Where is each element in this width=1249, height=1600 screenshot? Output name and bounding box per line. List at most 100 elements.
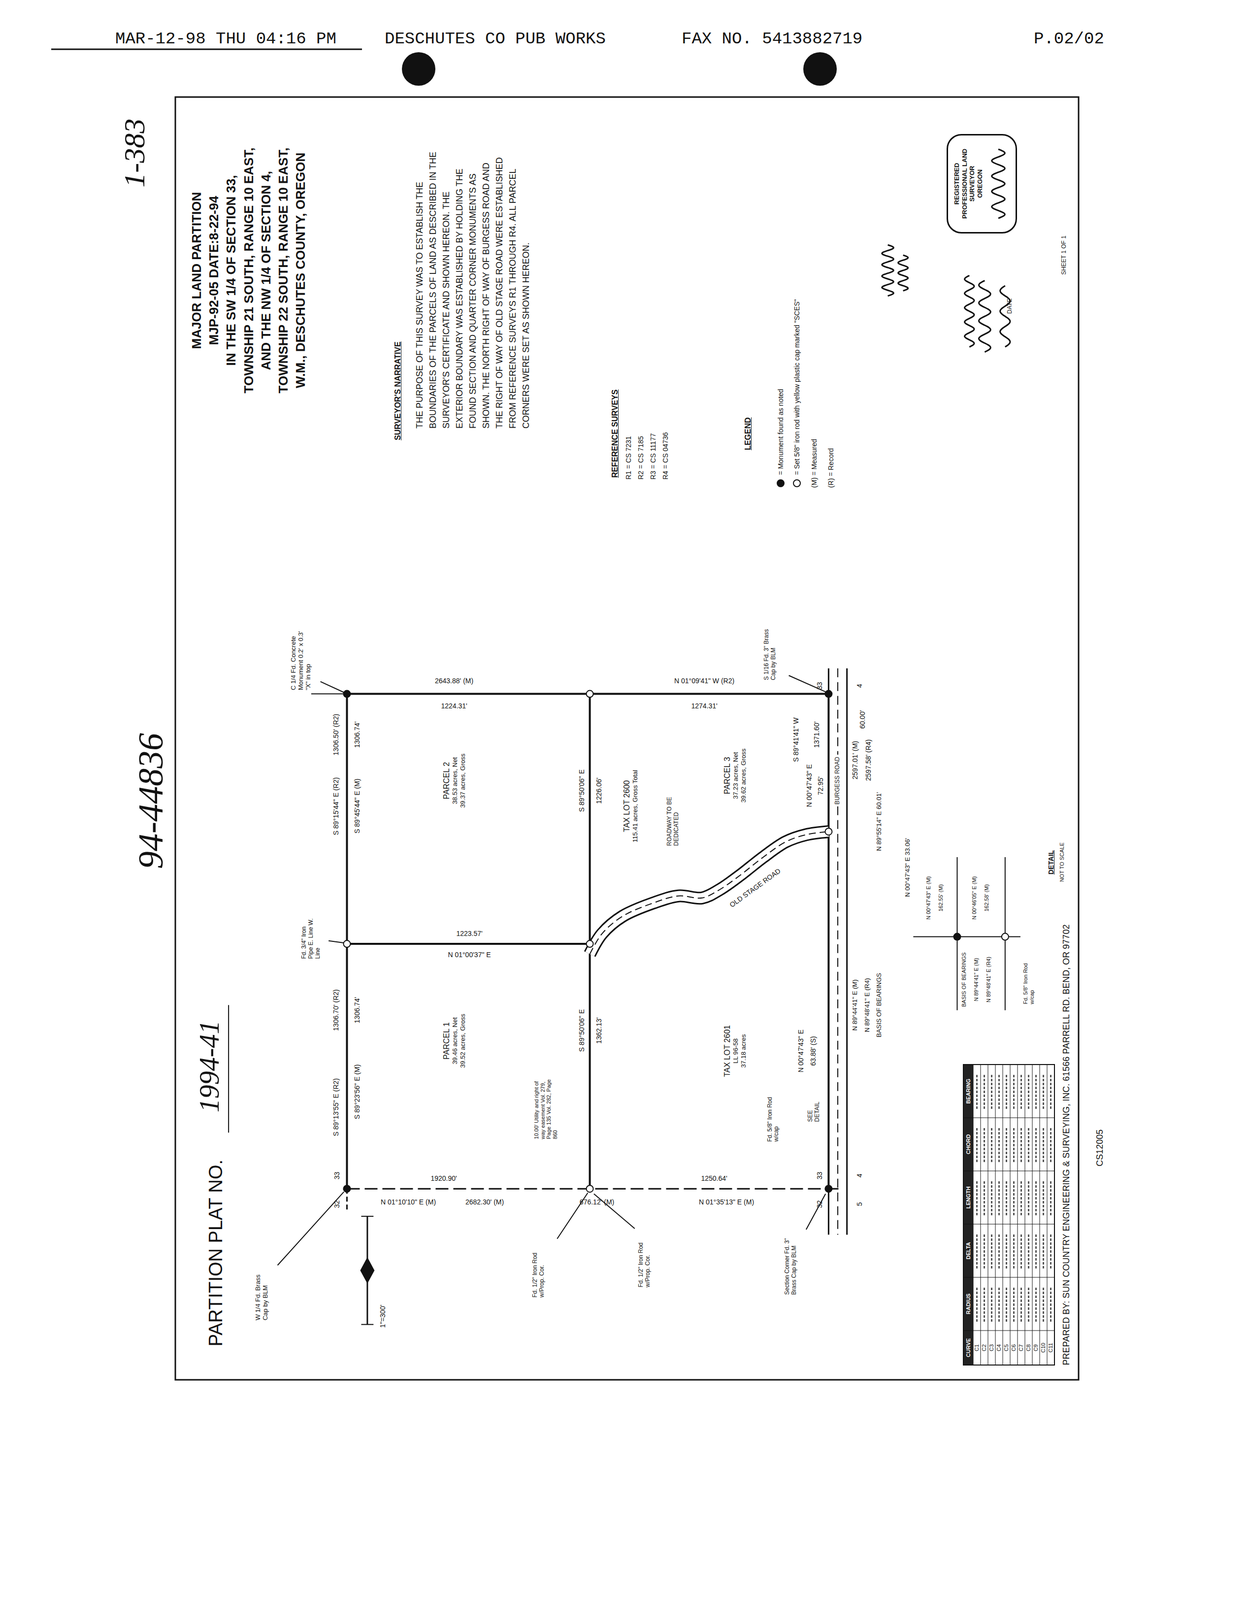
easement-note: 10.00' Utility and right of way easement… [533, 1074, 559, 1139]
illegible-cell-value [976, 1126, 978, 1162]
scale-tick [361, 1323, 374, 1325]
section-number: 33 [815, 1171, 824, 1180]
illegible-cell-value [1005, 1179, 1008, 1216]
distance: 1223.57' [456, 929, 483, 938]
region-name: REGISTERED PROFESSIONAL LAND SURVEYOR [953, 139, 977, 229]
illegible-cell-value [990, 1285, 993, 1322]
title-line: TOWNSHIP 22 SOUTH, RANGE 10 EAST, [276, 147, 292, 394]
distance: 63.88' (S) [809, 1035, 818, 1066]
parcel-boundary [827, 693, 830, 1189]
illegible-cell-value [1042, 1126, 1045, 1162]
basis-note: BASIS OF BEARINGS [960, 952, 968, 1007]
illegible-cell-value [990, 1232, 993, 1269]
scale-tick [361, 1215, 374, 1217]
illegible-cell-value [1035, 1126, 1037, 1162]
bearing: S 89°13'55" E (R2) [331, 1078, 340, 1137]
found-monument [953, 932, 961, 941]
illegible-cell-value [990, 1126, 993, 1162]
bearing: S 89°41'41" W [791, 717, 800, 762]
distance: 2643.88' (M) [434, 676, 474, 685]
illegible-cell-value [1027, 1073, 1030, 1109]
curve-id: C6 [1010, 1344, 1018, 1351]
corner-note: S 1/16 Fd. 3" Brass Cap by BLM [763, 625, 778, 681]
section-number: 4 [855, 1173, 864, 1178]
tax-lot-region: TAX LOT 2601LL 96-5837.18 acres [721, 1022, 749, 1079]
table-rule [1054, 1064, 1055, 1365]
distance: 2597.58' (R4) [864, 739, 873, 781]
illegible-cell-value [983, 1285, 986, 1322]
bearing: N 89°44'41" E (M) [851, 979, 859, 1031]
found-monument [777, 479, 785, 487]
section-number: 32 [332, 1200, 341, 1209]
table-header: CHORD [965, 1134, 972, 1154]
road-note: ROADWAY TO BE DEDICATED [666, 786, 681, 846]
found-monument [824, 1184, 833, 1193]
illegible-cell-value [1020, 1126, 1022, 1162]
leader-line [328, 940, 344, 943]
title-line: W.M., DESCHUTES COUNTY, OREGON [293, 152, 309, 389]
table-rule [1024, 1064, 1026, 1365]
reference-survey: R2 = CS 7185 [636, 435, 645, 480]
road-line [846, 668, 848, 1235]
signature [964, 275, 975, 347]
bearing: N 00°47'43" E [796, 1029, 805, 1073]
road-centerline [837, 668, 839, 1235]
legend-text: (R) = Record [826, 448, 835, 489]
title-line: AND THE NW 1/4 OF SECTION 4, [259, 170, 274, 371]
parcel-region: PARCEL 238.53 acres, Net39.37 acres, Gro… [440, 751, 468, 810]
illegible-cell-value [1042, 1232, 1045, 1269]
table-rule [963, 1117, 1055, 1118]
parcel-region: PARCEL 337.23 acres, Net39.62 acres, Gro… [721, 746, 749, 805]
illegible-cell-value [1005, 1232, 1008, 1269]
found-monument [342, 690, 351, 698]
parcel-region: PARCEL 139.46 acres, Net39.52 acres, Gro… [440, 1011, 468, 1070]
section-number: 33 [815, 681, 824, 690]
distance: 60.00' [858, 710, 867, 729]
curve-id: C5 [1003, 1344, 1010, 1351]
illegible-cell-value [983, 1073, 986, 1109]
table-rule [1017, 1064, 1019, 1365]
set-monument [586, 940, 594, 948]
illegible-cell-value [976, 1179, 978, 1216]
parcel-boundary [346, 942, 590, 945]
set-monument [793, 479, 801, 487]
sheet-note: SHEET 1 OF 1 [1060, 235, 1068, 275]
region-detail: 37.18 acres [739, 1024, 748, 1077]
distance: 162.55' (M) [937, 884, 945, 912]
illegible-cell-value [1027, 1126, 1030, 1162]
illegible-cell-value [1035, 1232, 1037, 1269]
bearing: N 89°55'14" E 60.01' [875, 791, 884, 852]
illegible-cell-value [998, 1073, 1000, 1109]
section-number: 4 [855, 683, 864, 688]
bearing: N 01°00'37" E [448, 951, 492, 959]
illegible-cell-value [983, 1126, 986, 1162]
table-header: LENGTH [965, 1185, 972, 1209]
narrative-text: THE PURPOSE OF THIS SURVEY WAS TO ESTABL… [413, 147, 533, 429]
curve-id: C9 [1032, 1344, 1040, 1351]
table-rule [963, 1064, 1055, 1065]
road-line [827, 1188, 830, 1235]
section-heading: REFERENCE SURVEYS [610, 389, 620, 478]
bearing: S 89°45'44" E (M) [353, 778, 362, 834]
signature [991, 149, 1005, 219]
illegible-cell-value [1020, 1232, 1022, 1269]
table-header: DELTA [965, 1241, 972, 1259]
illegible-cell-value [990, 1073, 993, 1109]
table-header: BEARING [965, 1078, 972, 1104]
table-rule [980, 1064, 982, 1365]
legend-symbol [776, 478, 786, 488]
region-detail: 37.23 acres, Net [731, 748, 740, 803]
corner-note: C 1/4 Fd. Concrete Monument 0.2' x 0.3' … [290, 625, 313, 691]
illegible-cell-value [1020, 1285, 1022, 1322]
fill-in-line [228, 1004, 230, 1133]
stamp-signature [986, 144, 1011, 224]
plat-drawing [175, 97, 1079, 1380]
fax-header: MAR-12-98 THU 04:16 PM [115, 29, 337, 49]
section-line [346, 1187, 842, 1190]
illegible-cell-value [1005, 1285, 1008, 1322]
corner-note: Fd. 1/2" Iron Rod w/Prop. Cor. [637, 1232, 652, 1287]
illegible-cell-value [1027, 1285, 1030, 1322]
region-detail: 115.41 acres, Gross Total [631, 769, 640, 843]
distance: 2597.01' (M) [851, 740, 859, 780]
distance: 676.12' (M) [579, 1197, 615, 1206]
